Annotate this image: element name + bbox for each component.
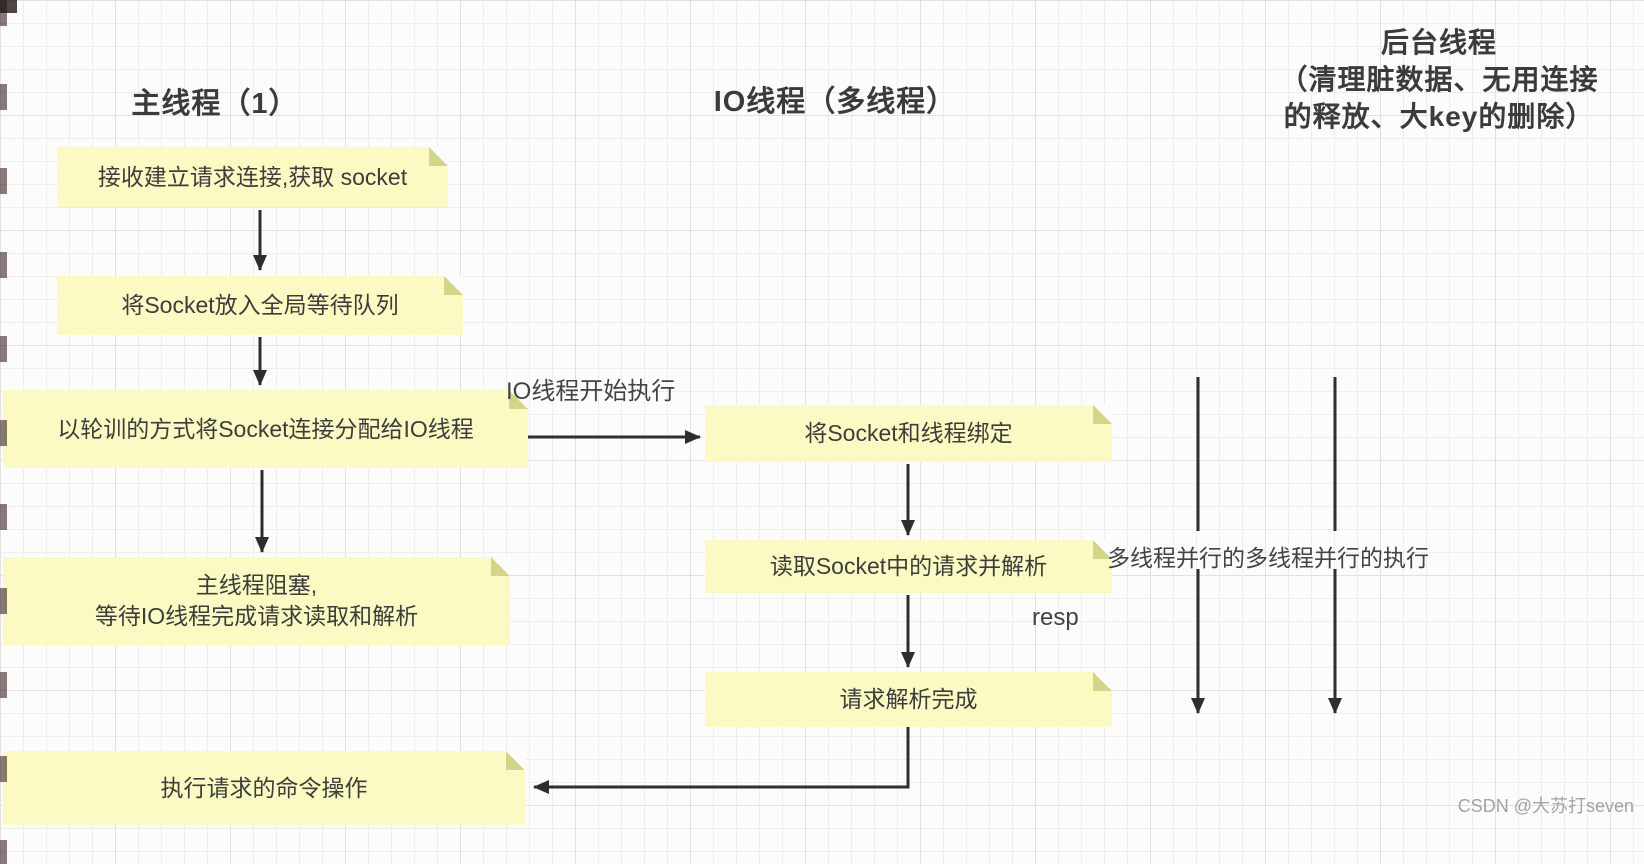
flow-box-execute-command: 执行请求的命令操作: [3, 751, 525, 825]
note-fold-icon: [491, 557, 510, 576]
flow-box-text: 读取Socket中的请求并解析: [769, 553, 1048, 579]
flow-box-parse-done: 请求解析完成: [705, 672, 1112, 727]
flow-box-enqueue-socket: 将Socket放入全局等待队列: [57, 276, 463, 335]
column-header-background-threads: 后台线程 （清理脏数据、无用连接 的释放、大key的删除）: [1238, 24, 1640, 135]
flow-box-text: 接收建立请求连接,获取 socket: [97, 163, 408, 190]
note-fold-icon: [509, 390, 528, 409]
flow-box-text: 以轮训的方式将Socket连接分配给IO线程: [57, 415, 474, 442]
flow-box-text: 将Socket和线程绑定: [804, 420, 1013, 446]
background-header-line-2: （清理脏数据、无用连接: [1279, 64, 1599, 95]
flow-box-assign-socket: 以轮训的方式将Socket连接分配给IO线程: [3, 390, 528, 468]
column-header-main-thread: 主线程（1）: [131, 88, 299, 120]
video-artifact-strip: [0, 0, 7, 864]
label-multithread-parallel: 多线程并行的多线程并行的执行: [1107, 545, 1429, 571]
column-header-io-threads: IO线程（多线程）: [713, 86, 957, 118]
flow-box-text: 请求解析完成: [839, 686, 978, 712]
note-fold-icon: [1093, 672, 1112, 691]
flow-box-text: 主线程阻塞, 等待IO线程完成请求读取和解析: [94, 572, 419, 629]
background-header-line-1: 后台线程: [1380, 27, 1497, 58]
flow-box-read-parse: 读取Socket中的请求并解析: [705, 540, 1112, 593]
note-fold-icon: [506, 751, 525, 770]
label-io-thread-start: IO线程开始执行: [506, 378, 676, 405]
note-fold-icon: [1093, 540, 1112, 559]
note-fold-icon: [1093, 405, 1112, 424]
arrow-done-to-execute: [533, 727, 910, 794]
flow-box-main-blocked: 主线程阻塞, 等待IO线程完成请求读取和解析: [3, 557, 510, 645]
background-header-line-3: 的释放、大key的删除）: [1283, 101, 1595, 132]
flow-box-bind-socket: 将Socket和线程绑定: [705, 405, 1112, 462]
flow-box-text: 执行请求的命令操作: [160, 774, 368, 801]
label-resp: resp: [1032, 604, 1079, 631]
flow-box-receive-connection: 接收建立请求连接,获取 socket: [57, 147, 448, 207]
csdn-watermark: CSDN @大苏打seven: [1457, 796, 1634, 816]
note-fold-icon: [444, 276, 463, 295]
note-fold-icon: [429, 147, 448, 166]
video-artifact-corner: [0, 0, 17, 13]
flow-box-text: 将Socket放入全局等待队列: [121, 292, 399, 318]
